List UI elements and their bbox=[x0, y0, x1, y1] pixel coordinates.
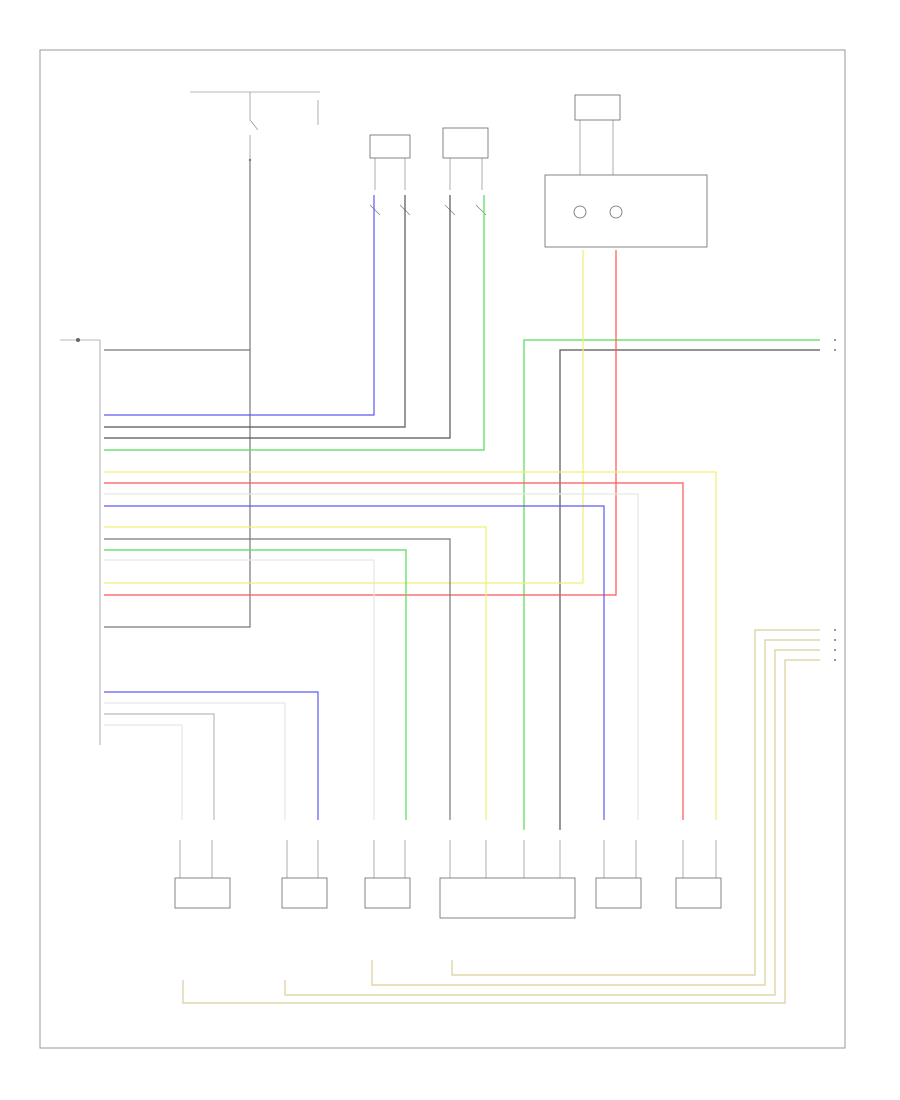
diagram-frame bbox=[39, 49, 846, 1049]
left-seat-belt-switch bbox=[174, 840, 231, 909]
front-passenger-buckle-switch bbox=[595, 840, 642, 909]
passenger-airbag-indicator bbox=[369, 134, 411, 216]
wire-harness bbox=[104, 160, 820, 1004]
left-seat-belt-pretensioner bbox=[675, 840, 722, 909]
harness-connectors bbox=[834, 339, 836, 661]
right-seat-belt-switch bbox=[281, 840, 328, 909]
ignition-feed bbox=[190, 91, 320, 162]
occupant-classification bbox=[439, 840, 576, 919]
driver-seat-belt-buckle bbox=[364, 840, 411, 909]
driver-airbag-clock-spring bbox=[544, 94, 708, 248]
airbag-control-module bbox=[60, 338, 101, 745]
